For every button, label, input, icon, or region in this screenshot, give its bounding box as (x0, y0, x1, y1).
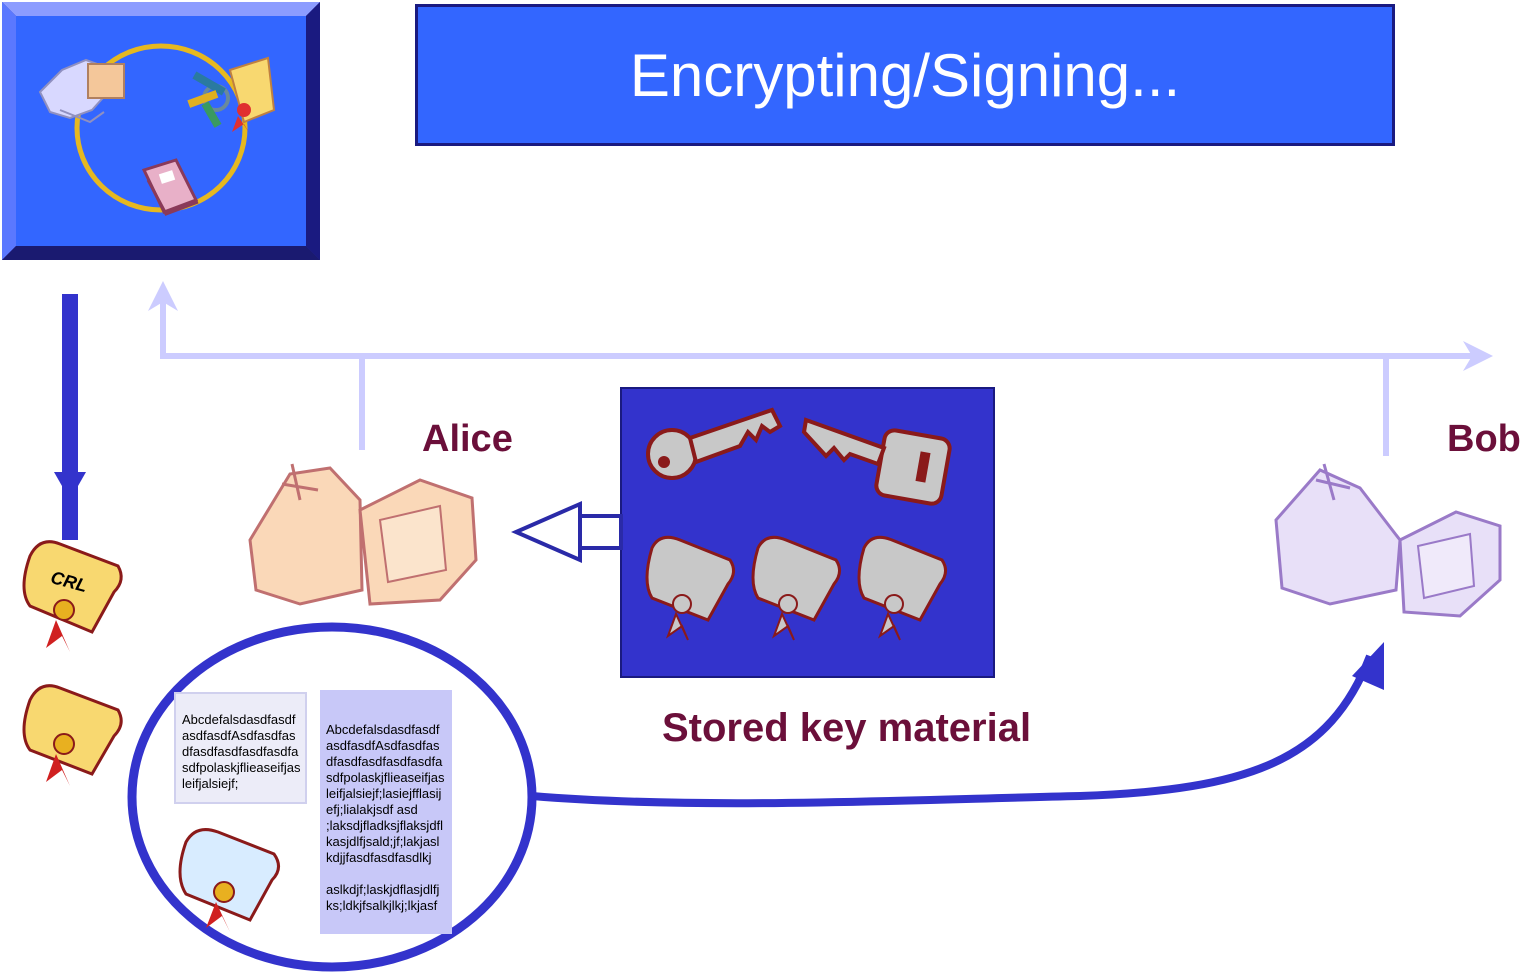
bob-computer-icon (1274, 463, 1502, 618)
ca-box (2, 2, 320, 260)
certificate-icon (228, 56, 276, 134)
alice-label: Alice (422, 418, 513, 460)
alice-computer-icon (248, 463, 478, 606)
plaintext-document: Abcdefalsdasdfasdf asdfasdfAsdfasdfas df… (174, 692, 307, 804)
key-icon (646, 407, 783, 480)
send-to-bob-arrow (531, 642, 1384, 808)
directory-publish-arrow (148, 281, 1493, 456)
certificate-icon (178, 828, 280, 932)
certificate-icon (645, 535, 735, 641)
book-icon (141, 158, 199, 216)
key-retrieval-arrow (511, 500, 623, 564)
title-banner: Encrypting/Signing... (415, 4, 1395, 146)
crl-certificate-icon (22, 540, 123, 652)
computer-icon (38, 58, 125, 124)
certificate-icon (22, 684, 123, 786)
stored-key-material-label: Stored key material (662, 706, 1032, 750)
bob-label: Bob (1447, 418, 1521, 460)
ciphertext-document: Abcdefalsdasdfasdf asdfasdfAsdfasdfas df… (320, 690, 452, 934)
keys-icon (187, 71, 230, 128)
crl-download-arrow (54, 294, 86, 540)
certificate-icon (857, 535, 947, 641)
page-title: Encrypting/Signing... (629, 41, 1181, 109)
certificate-icon (751, 535, 841, 641)
key-icon (801, 417, 952, 506)
